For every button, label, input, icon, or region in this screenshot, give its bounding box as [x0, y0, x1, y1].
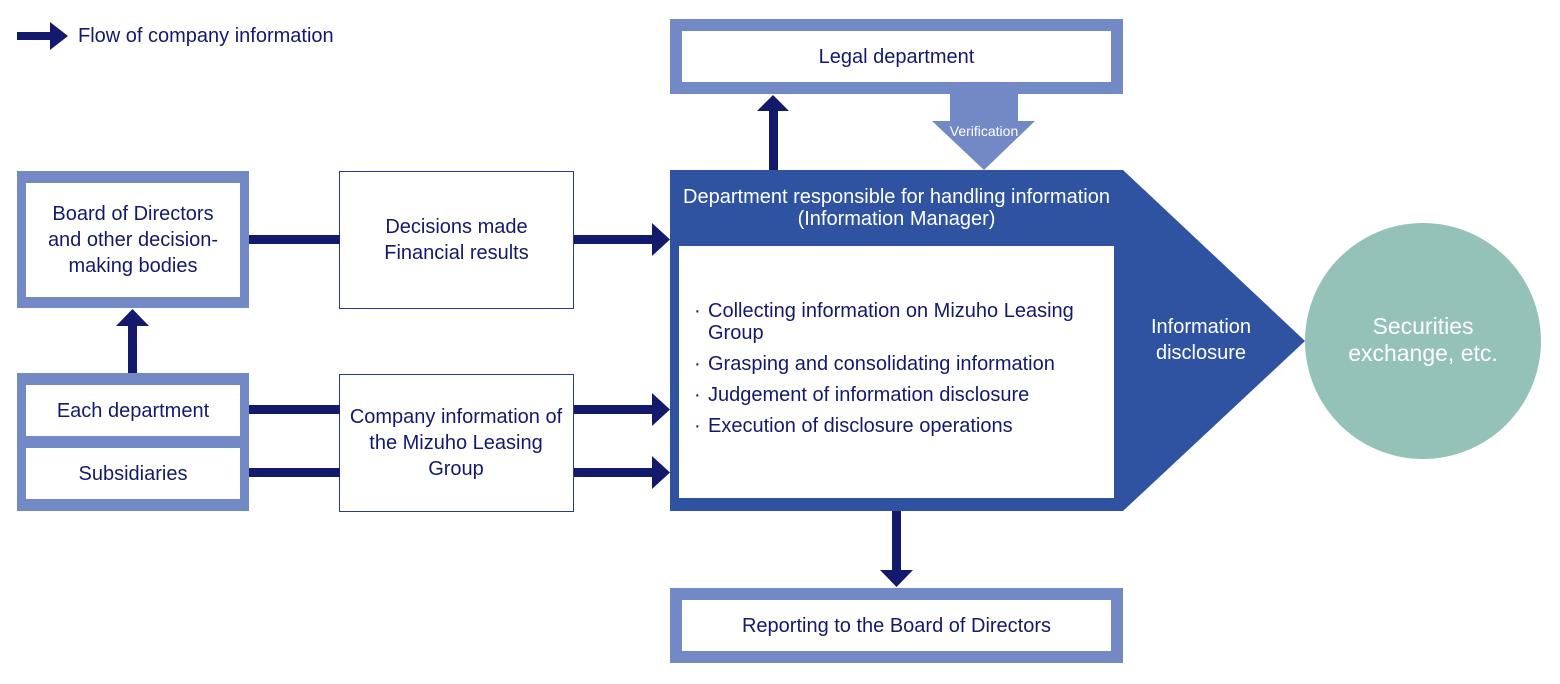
decisions-line-2: Financial results — [384, 242, 529, 264]
task-text: Execution of disclosure operations — [708, 415, 1013, 437]
list-item: ·Execution of disclosure operations — [694, 415, 1013, 437]
information-disclosure-line-2: disclosure — [1155, 342, 1247, 364]
legal-department-label: Legal department — [818, 45, 975, 68]
legend-arrow-icon — [17, 22, 68, 50]
task-list: ·Collecting information on Mizuho Leasin… — [692, 300, 1102, 446]
information-disclosure-line-1: Information — [1150, 316, 1252, 338]
list-item: ·Collecting information on Mizuho Leasin… — [694, 300, 1074, 344]
securities-line-2: exchange, etc. — [1348, 340, 1498, 366]
task-text: Judgement of information disclosure — [708, 384, 1030, 406]
subsidiaries-label: Subsidiaries — [78, 462, 188, 485]
verification-label: Verification — [949, 123, 1019, 139]
legend-label: Flow of company information — [78, 25, 334, 47]
arrow-to-board-icon — [116, 309, 149, 374]
information-manager-title-line-2: (Information Manager) — [797, 208, 996, 230]
decisions-line-1: Decisions made — [385, 216, 528, 238]
securities-exchange-label: Securities exchange, etc. — [1310, 310, 1536, 370]
arrow-decisions-to-manager-icon — [574, 223, 670, 256]
decisions-label: Decisions made Financial results — [340, 172, 573, 308]
verification-arrow-icon — [932, 94, 1035, 170]
information-disclosure-label: Information disclosure — [1130, 312, 1272, 368]
task-text: Collecting information on Mizuho Leasing… — [708, 300, 1074, 344]
information-manager-title-line-1: Department responsible for handling info… — [683, 186, 1110, 208]
board-label: Board of Directors and other decision-ma… — [47, 203, 219, 277]
securities-line-1: Securities — [1372, 313, 1474, 339]
each-department-label: Each department — [56, 399, 210, 422]
list-item: ·Judgement of information disclosure — [694, 384, 1030, 406]
arrow-to-reporting-icon — [880, 511, 913, 587]
list-item: ·Grasping and consolidating information — [694, 353, 1055, 375]
securities-exchange-circle — [1305, 223, 1541, 459]
information-manager-title: Department responsible for handling info… — [670, 184, 1123, 232]
arrow-to-legal-icon — [757, 95, 789, 170]
reporting-label: Reporting to the Board of Directors — [741, 614, 1052, 637]
company-info-box-frame — [339, 374, 574, 512]
decisions-box-frame — [339, 171, 574, 309]
task-text: Grasping and consolidating information — [708, 353, 1055, 375]
company-info-label: Company information of the Mizuho Leasin… — [349, 406, 563, 480]
arrow-company-info-to-manager-icon — [574, 393, 670, 489]
